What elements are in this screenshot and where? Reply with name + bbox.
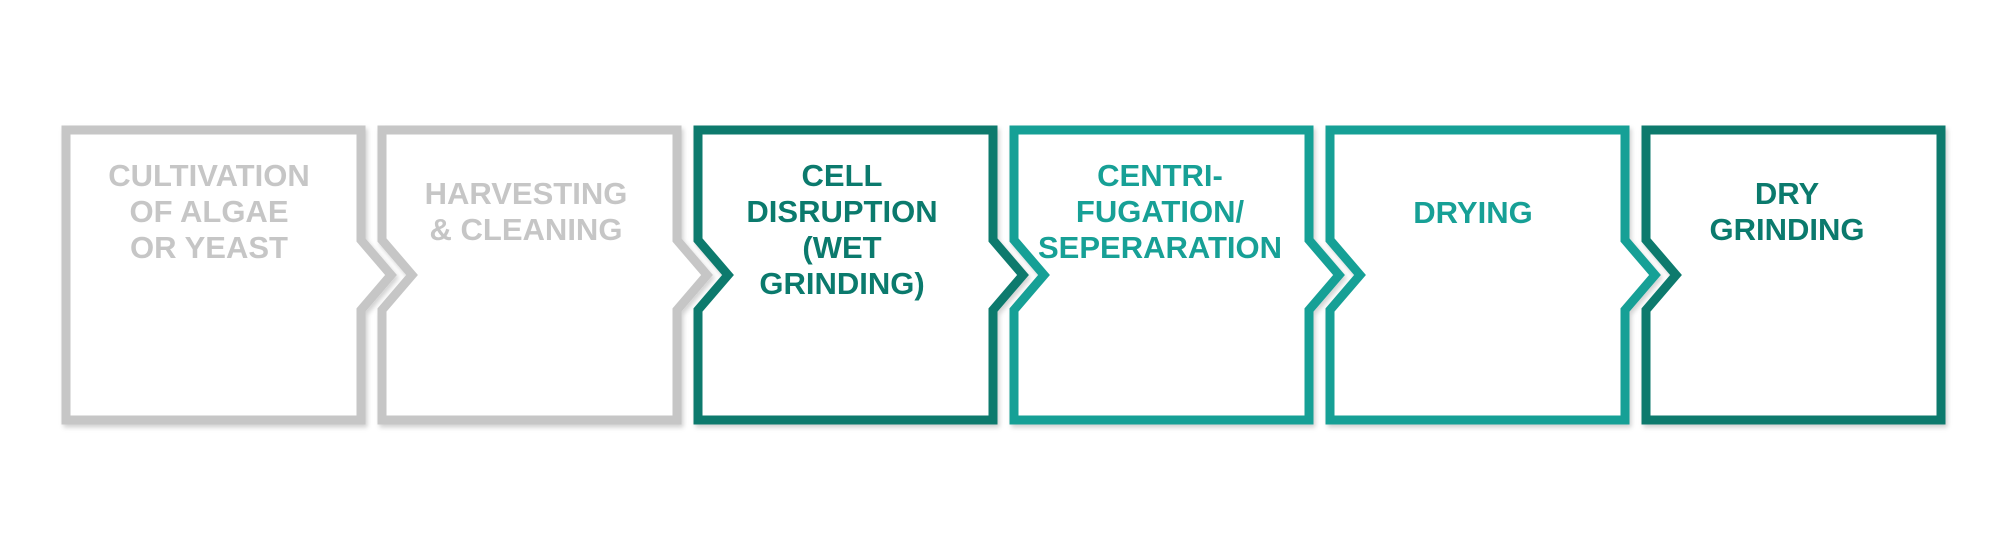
step-label-cultivation: CULTIVATION OF ALGAE OR YEAST [108,158,310,265]
step-label-centrifugation: CENTRI- FUGATION/ SEPERARATION [1038,158,1283,265]
step-label-dry-grinding: DRY GRINDING [1709,176,1865,247]
step-label-drying: DRYING [1413,195,1533,230]
step-label-harvesting: HARVESTING & CLEANING [424,176,628,247]
step-label-cell-disruption: CELL DISRUPTION (WET GRINDING) [746,158,938,301]
step-shape-drying [1325,125,1661,425]
step-shape-harvesting [377,125,713,425]
step-shape-centrifugation [1009,125,1345,425]
step-shape-cultivation [61,125,397,425]
step-shape-cell-disruption [693,125,1029,425]
step-shape-dry-grinding [1641,125,1946,425]
